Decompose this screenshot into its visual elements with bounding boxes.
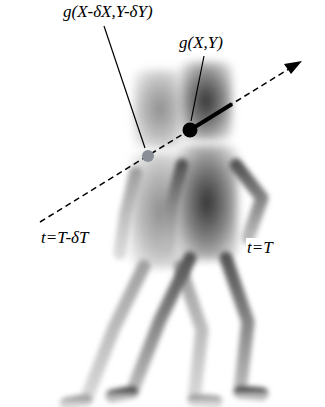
previous-point [142,150,154,162]
motion-line [40,67,292,222]
function-label: g(X,Y) [178,33,224,53]
leader-line [191,56,204,121]
current-point [183,123,198,138]
function-label: g(X-δX,Y-δY) [62,2,154,22]
leader-line [104,26,145,148]
time-label: t=T-δT [40,228,89,248]
arrowhead [284,61,302,74]
time-label: t=T [246,238,274,258]
